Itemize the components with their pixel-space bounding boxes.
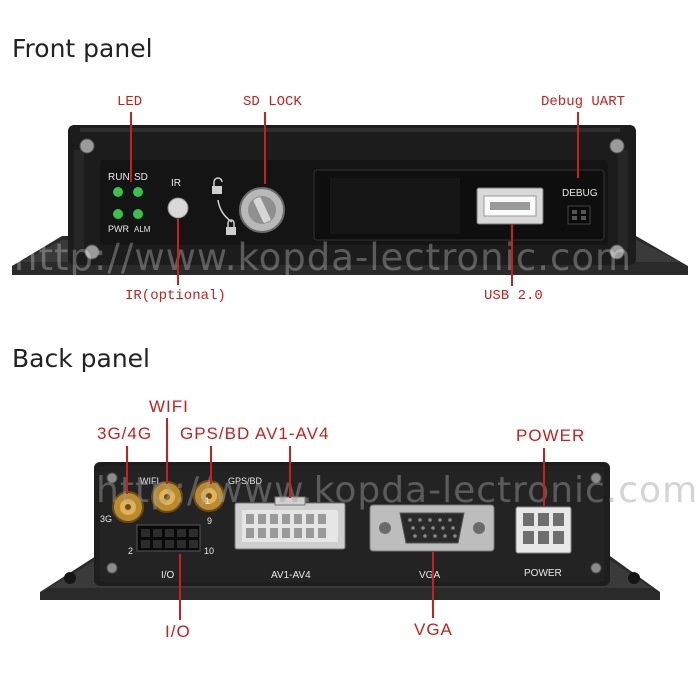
lock-closed-icon — [226, 219, 236, 235]
lead-sd-lock — [264, 112, 266, 184]
label-3g4g: 3G/4G — [97, 424, 153, 443]
device-text-alm: ALM — [134, 225, 151, 234]
label-av: AV1-AV4 — [255, 424, 330, 443]
device-text-3g: 3G — [100, 514, 112, 524]
label-power: POWER — [516, 426, 586, 445]
lead-av — [289, 446, 291, 498]
device-text-ir: IR — [171, 178, 181, 189]
device-text-pin2: 2 — [128, 546, 133, 556]
lead-3g4g — [126, 446, 128, 494]
back-panel-title: Back panel — [12, 344, 151, 373]
device-text-run: RUN — [108, 172, 130, 183]
label-led: LED — [117, 94, 143, 110]
device-text-pwr: PWR — [108, 224, 129, 234]
sma-3g4g — [112, 491, 144, 523]
device-text-power: POWER — [524, 568, 562, 579]
led-alm — [133, 209, 143, 219]
front-panel-title: Front panel — [12, 34, 153, 63]
device-text-pin9: 9 — [207, 516, 212, 526]
device-text-vga: VGA — [419, 570, 440, 581]
device-text-pin10: 10 — [204, 546, 214, 556]
device-text-pin1: 1 — [205, 496, 210, 506]
label-ir-optional: IR(optional) — [125, 288, 226, 304]
lead-power — [543, 448, 545, 506]
back-screws — [106, 472, 602, 574]
lead-wifi — [166, 418, 168, 484]
device-text-io: I/O — [161, 570, 175, 581]
back-watermark: http://www.kopda-lectronic.com — [96, 470, 699, 511]
led-run — [113, 187, 123, 197]
label-usb: USB 2.0 — [484, 288, 543, 304]
device-text-av: AV1-AV4 — [271, 570, 311, 581]
lead-debug-uart — [577, 112, 579, 178]
lead-led — [130, 112, 132, 182]
lead-io — [179, 554, 181, 620]
device-text-gps: GPS/BD — [228, 476, 263, 486]
device-text-sd: SD — [134, 172, 148, 183]
front-fins — [80, 128, 620, 132]
device-text-debug: DEBUG — [562, 188, 598, 199]
label-vga: VGA — [414, 620, 453, 639]
sma-gps — [193, 480, 225, 512]
device-text-wifi: WIFI — [140, 476, 159, 486]
led-pwr — [113, 209, 123, 219]
lead-ir — [177, 219, 179, 285]
label-gps-bd: GPS/BD — [180, 424, 251, 443]
lock-open-icon — [212, 177, 223, 194]
sma-wifi — [151, 481, 183, 513]
label-debug-uart: Debug UART — [541, 94, 626, 110]
ir-window — [167, 197, 189, 219]
label-wifi: WIFI — [149, 397, 189, 416]
lead-vga — [432, 552, 434, 618]
front-screws — [79, 138, 625, 260]
label-sd-lock: SD LOCK — [243, 94, 302, 110]
lock-rotation-arrow — [217, 199, 233, 223]
led-sd — [133, 187, 143, 197]
lead-usb — [511, 224, 513, 286]
lead-gps-bd — [210, 446, 212, 484]
front-watermark: http://www.kopda-lectronic.com — [14, 236, 633, 279]
label-io: I/O — [165, 622, 191, 641]
